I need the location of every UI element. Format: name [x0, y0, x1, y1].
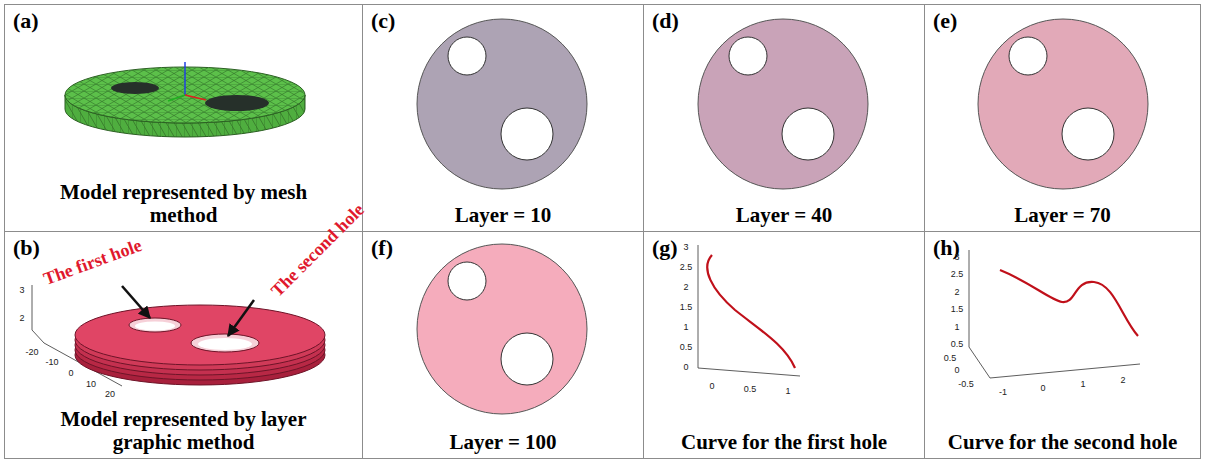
axis-tick: 1	[1080, 380, 1085, 389]
curve-plot-g	[698, 245, 800, 376]
panel-caption: Curve for the second hole	[945, 431, 1180, 454]
layer-slice-f	[417, 244, 587, 414]
axis-tick: 0.5	[680, 343, 693, 352]
axis-tick: 2	[954, 288, 959, 297]
mesh-hole	[111, 82, 159, 94]
layer-hole	[198, 338, 252, 350]
callout-arrow	[228, 300, 254, 336]
panel-caption: Model represented by layer graphic metho…	[34, 408, 334, 454]
axis-tick: 2	[1120, 376, 1125, 385]
axis-tick: 20	[105, 390, 115, 399]
mesh-model	[60, 62, 310, 137]
axis-tick: 0	[709, 382, 714, 391]
callout-arrow	[122, 286, 150, 318]
axis-tick: 0	[68, 369, 73, 378]
slice-disk	[698, 19, 868, 189]
axis-tick: 3	[19, 286, 24, 295]
panel-caption: Layer = 70	[935, 204, 1190, 227]
slice-disk	[417, 244, 587, 414]
axis-triad	[184, 62, 186, 95]
layer-hole	[135, 322, 175, 331]
slice-hole	[448, 262, 486, 300]
figure-panel: (c) Layer = 10	[362, 4, 644, 232]
axis-tick: 2.5	[951, 270, 964, 279]
axis-tick: 1	[683, 323, 688, 332]
slice-hole	[729, 37, 767, 75]
panel-letter: (e)	[933, 9, 957, 33]
panel-caption: Layer = 40	[654, 204, 914, 227]
panel-letter: (d)	[652, 9, 679, 33]
layer-slice-e	[978, 19, 1148, 189]
axis-tick: 0	[954, 366, 959, 375]
axis-tick: 0	[683, 363, 688, 372]
axis-tick: 0	[1040, 384, 1045, 393]
slice-hole	[501, 108, 553, 160]
axis-tick: 1	[785, 387, 790, 396]
layer-slice	[75, 305, 325, 365]
axis-tick: 2	[683, 283, 688, 292]
hole-curve	[1000, 270, 1138, 336]
layer-hole	[191, 334, 259, 352]
layer-hole	[129, 318, 181, 332]
axis-line	[32, 330, 44, 343]
axis-tick: 0.5	[944, 354, 957, 363]
axis-line	[969, 250, 970, 347]
hole-curve	[707, 255, 795, 368]
axis-tick: 3	[954, 253, 959, 262]
slice-hole	[782, 108, 834, 160]
layer-slice-c	[417, 19, 587, 189]
axis-tick: 0.5	[951, 340, 964, 349]
figure-panel: (h)Curve for the second hole	[924, 231, 1201, 459]
axis-triad	[168, 95, 185, 101]
axis-triad	[185, 95, 206, 100]
axis-line	[698, 245, 699, 368]
slice-disk	[978, 19, 1148, 189]
axis-tick: 3	[683, 243, 688, 252]
mesh-hole	[205, 95, 269, 111]
layer-model	[32, 285, 325, 386]
axis-tick: 1.5	[951, 305, 964, 314]
panel-caption: Curve for the first hole	[672, 431, 897, 454]
figure-panel: (d) Layer = 40	[643, 4, 925, 232]
callout-label: The first hole	[41, 236, 144, 288]
axis-tick: 0.5	[744, 385, 757, 394]
figure-panel: (f) Layer = 100	[362, 231, 644, 459]
panel-caption: Layer = 100	[373, 431, 633, 454]
slice-hole	[501, 333, 553, 385]
disk-mesh	[60, 62, 310, 126]
panel-letter: (f)	[371, 236, 393, 260]
curve-plot-h	[969, 250, 1140, 378]
axis-tick: -20	[25, 348, 38, 357]
slice-hole	[448, 37, 486, 75]
panel-letter: (g)	[652, 236, 678, 260]
axis-tick: 2	[19, 314, 24, 323]
slice-hole	[1009, 37, 1047, 75]
layer-slice-d	[698, 19, 868, 189]
figure-panel: (e) Layer = 70	[924, 4, 1201, 232]
axis-line	[990, 364, 1140, 378]
figure-panel: (a) Model represented by mesh method	[4, 4, 363, 232]
slice-disk	[417, 19, 587, 189]
panel-caption: Model represented by mesh method	[59, 181, 309, 227]
panel-letter: (c)	[371, 9, 395, 33]
axis-tick: 10	[86, 380, 96, 389]
axis-tick: 1	[954, 323, 959, 332]
axis-line	[698, 368, 800, 376]
axis-line	[32, 285, 33, 330]
callout-label: The second hole	[268, 200, 368, 300]
panel-letter: (a)	[13, 9, 39, 33]
slice-hole	[1062, 108, 1114, 160]
axis-line	[969, 347, 990, 378]
panel-caption: Layer = 10	[373, 204, 633, 227]
axis-tick: 1.5	[680, 303, 693, 312]
axis-tick: -1	[999, 388, 1007, 397]
axis-tick: -0.5	[958, 380, 974, 389]
axis-tick: 2.5	[680, 263, 693, 272]
axis-tick: -10	[45, 358, 58, 367]
panel-letter: (b)	[13, 236, 40, 260]
